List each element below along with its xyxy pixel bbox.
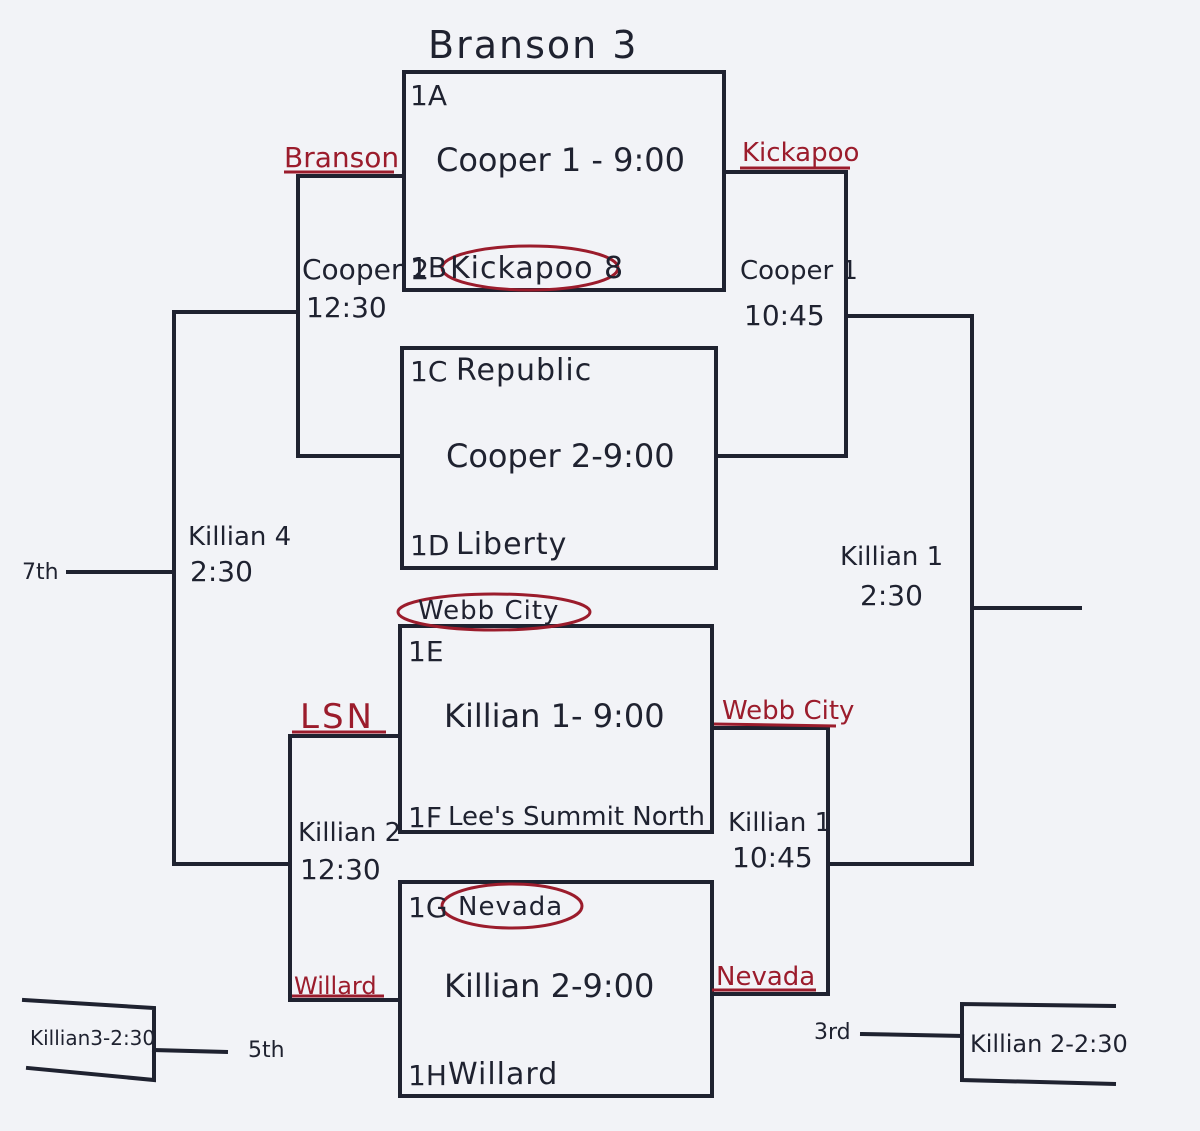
left-lower-court: Killian 2 — [298, 818, 402, 848]
right-lower-winner-bottom: Nevada — [716, 962, 816, 992]
right-upper-winner: Kickapoo — [742, 138, 860, 168]
match-m3-bottom-team: Lee's Summit North — [448, 802, 706, 832]
fifth-place-line — [151, 1047, 229, 1055]
match-m4-top-team: Nevada — [458, 892, 564, 922]
match-m1-court: Cooper 1 - 9:00 — [436, 141, 685, 179]
right-lower-time: 10:45 — [732, 841, 813, 874]
match-box-m1 — [402, 70, 726, 292]
left-lower-winner-top: LSN — [300, 697, 375, 737]
webb-city-circle — [396, 592, 592, 632]
right-final-bracket — [826, 314, 974, 866]
match-m4-court: Killian 2-9:00 — [444, 967, 655, 1005]
match-m3-court: Killian 1- 9:00 — [444, 697, 665, 735]
match-m3-top-winner: Webb City — [418, 596, 560, 626]
right-lower-winner-top: Webb City — [722, 696, 855, 726]
match-m2-court: Cooper 2-9:00 — [446, 437, 675, 475]
match-m1-top-code: 1A — [410, 79, 447, 112]
third-place-match-label: Killian 2-2:30 — [970, 1030, 1128, 1058]
left-final-bracket — [172, 310, 300, 866]
left-lower-bracket — [288, 734, 402, 1002]
match-m4-bottom-team: Willard — [448, 1057, 559, 1092]
third-place-label: 3rd — [814, 1020, 851, 1045]
right-final-court: Killian 1 — [840, 542, 944, 572]
right-lower-court: Killian 1 — [728, 808, 832, 838]
left-lower-time: 12:30 — [300, 853, 381, 886]
match-m3-top-code: 1E — [408, 635, 444, 668]
left-final-court: Killian 4 — [188, 522, 292, 552]
match-m3-bottom-code: 1F — [408, 801, 442, 834]
webb-city-underline — [713, 722, 837, 728]
match-m1-top-winner: Branson 3 — [428, 23, 639, 67]
left-upper-winner: Branson — [284, 141, 400, 174]
fifth-place-box — [21, 997, 156, 1083]
match-m2-top-team: Republic — [456, 353, 593, 388]
fifth-place-label: 5th — [248, 1038, 285, 1063]
right-final-time: 2:30 — [860, 579, 923, 612]
left-upper-time: 12:30 — [306, 291, 387, 324]
nevada-circle — [440, 882, 584, 930]
match-m1-bottom-code: 1B — [410, 251, 448, 284]
match-m1-bottom-team: Kickapoo 8 — [450, 251, 625, 286]
match-m2-top-code: 1C — [410, 355, 448, 388]
match-m4-bottom-code: 1H — [408, 1059, 447, 1092]
left-final-time: 2:30 — [190, 555, 253, 588]
right-upper-time: 10:45 — [744, 299, 825, 332]
left-upper-court: Cooper 2 — [302, 253, 430, 286]
match-m2-bottom-code: 1D — [410, 529, 450, 562]
match-m2-bottom-team: Liberty — [456, 527, 568, 562]
third-place-box — [960, 1001, 1117, 1087]
match-m4-top-code: 1G — [408, 891, 448, 924]
left-lower-winner-bottom: Willard — [294, 972, 377, 1000]
left-upper-bracket — [296, 174, 406, 458]
right-lower-bracket — [710, 726, 830, 996]
seventh-place-label: 7th — [22, 560, 59, 585]
fifth-place-match-label: Killian3-2:30 — [30, 1026, 156, 1050]
third-place-line — [859, 1031, 965, 1039]
right-upper-court: Cooper 1 — [740, 256, 858, 286]
kickapoo-circle — [440, 244, 620, 292]
